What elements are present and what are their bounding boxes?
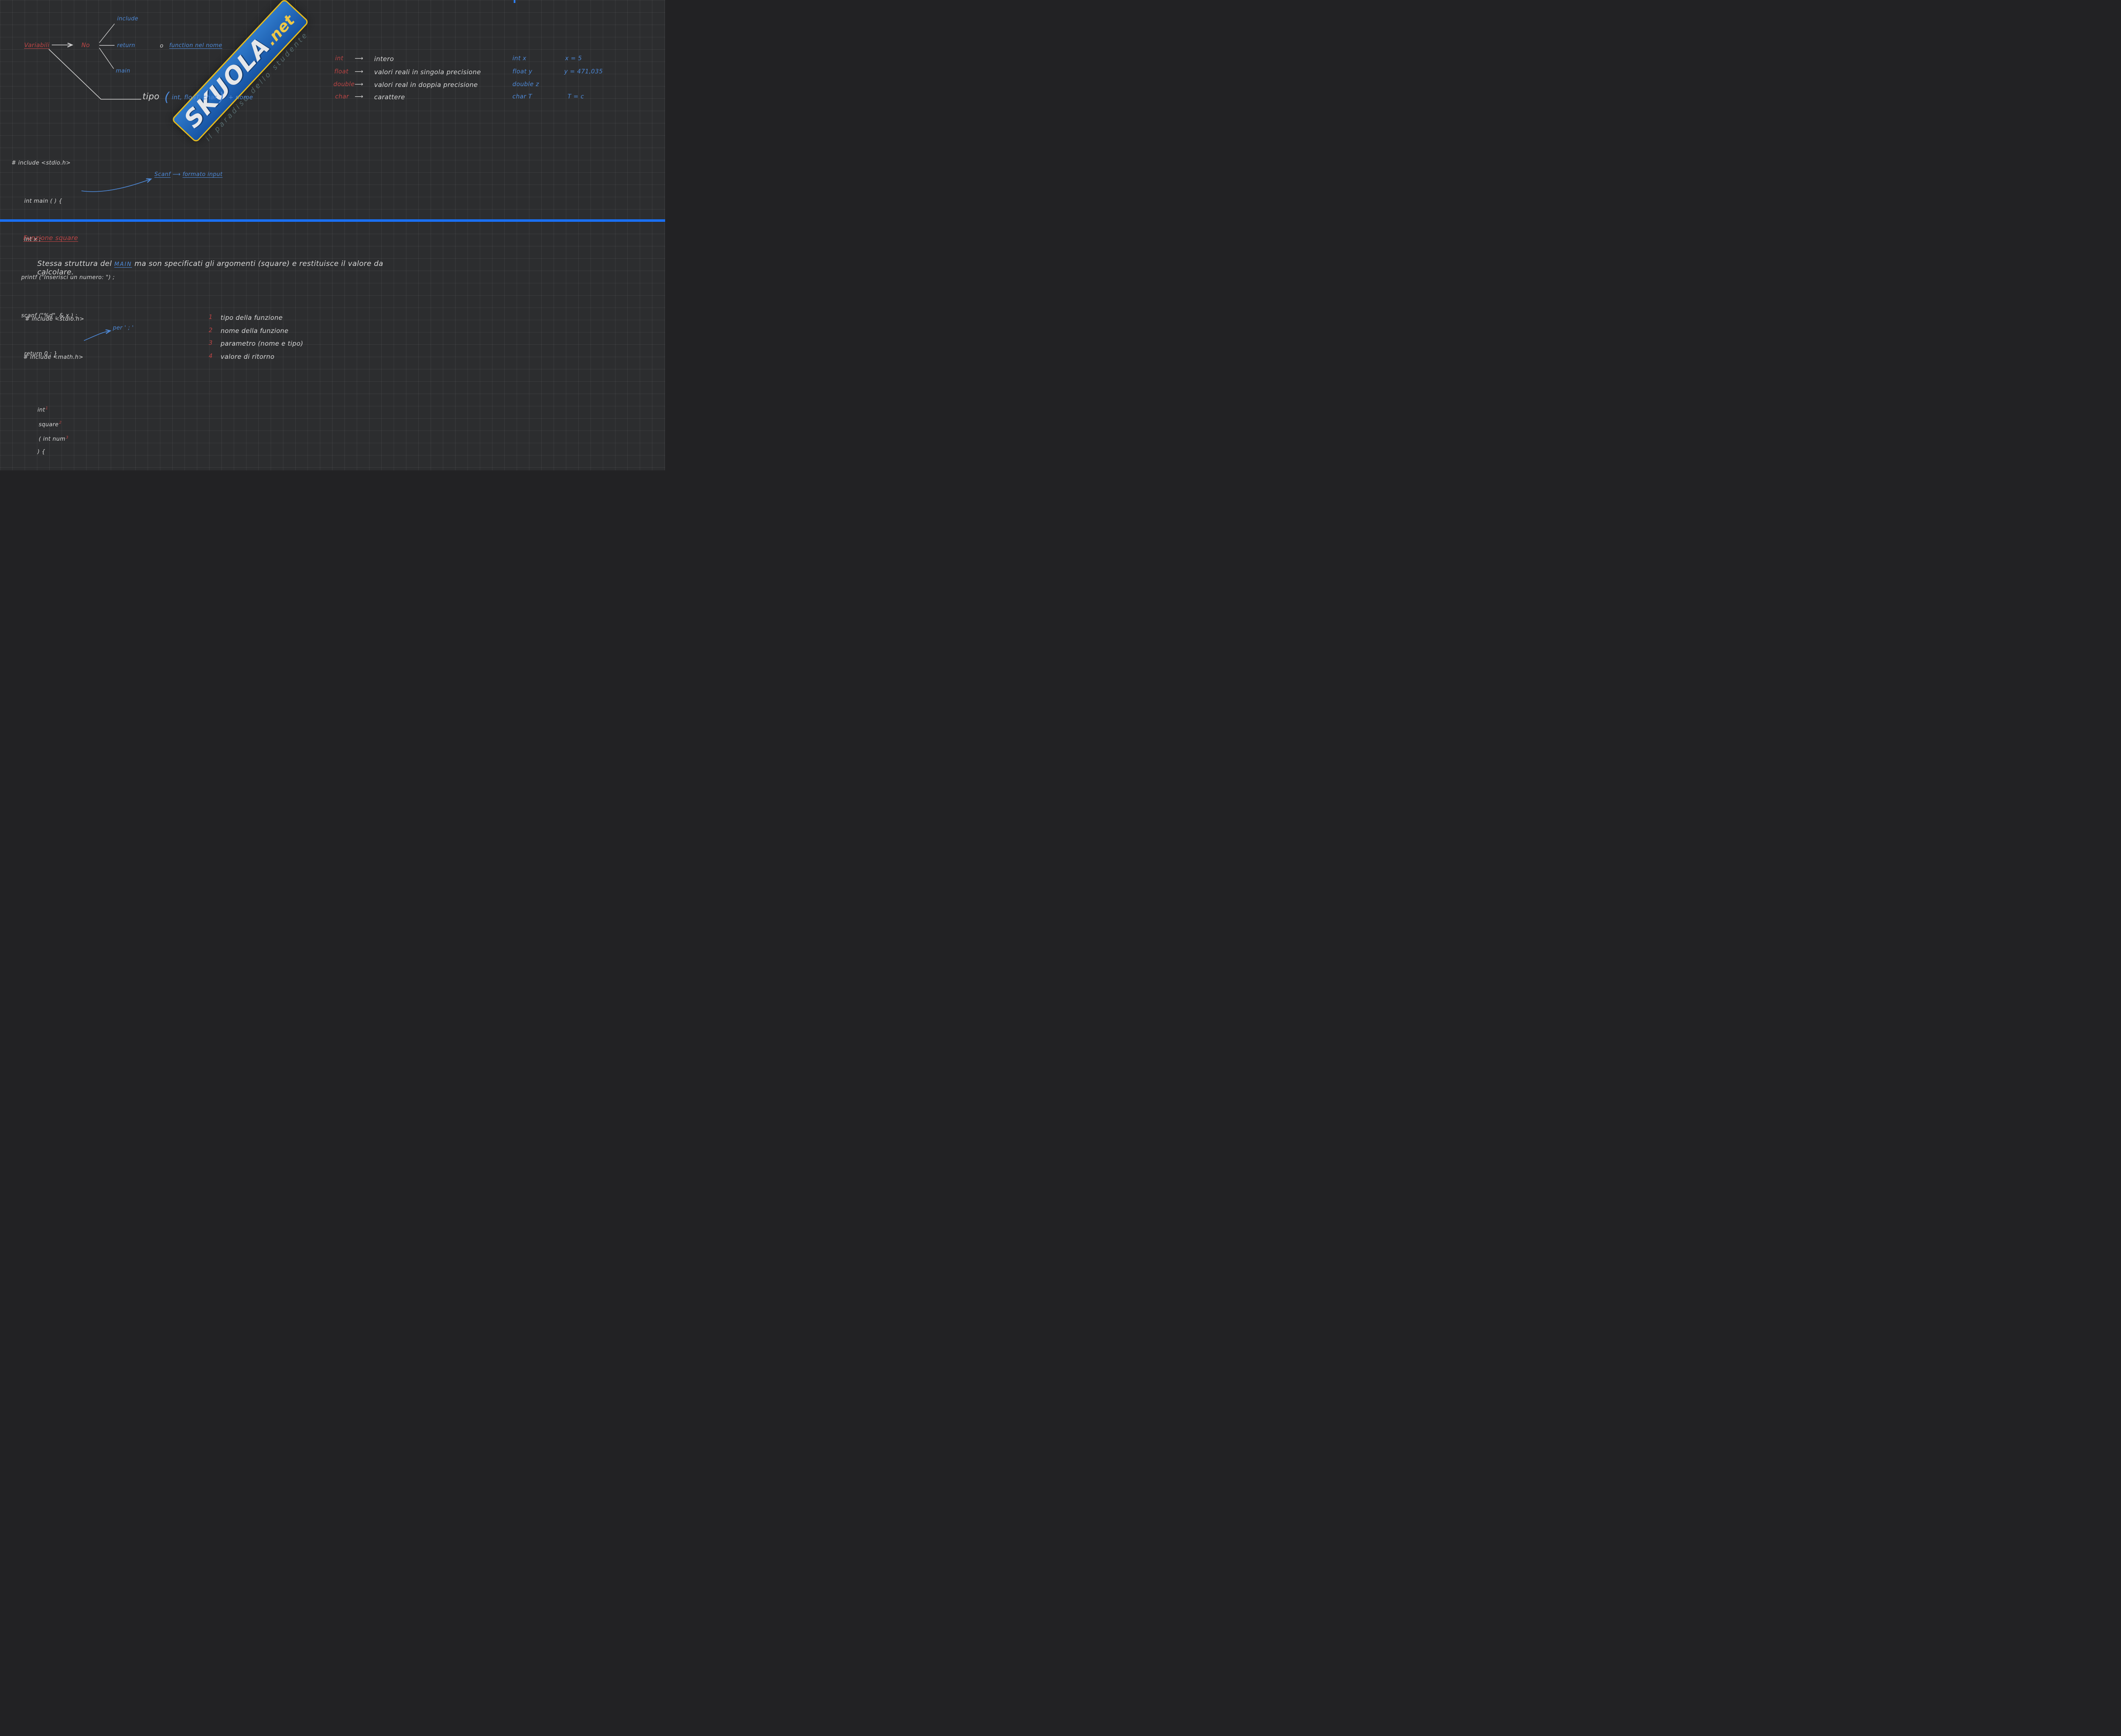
tipo-label: tipo [143,91,159,101]
arrow-icon: ⟶ [355,93,364,100]
code-line-declare: int x ; [24,236,42,243]
note-number: 4 [209,353,213,360]
code-line-main: int main ( ) { [24,198,62,204]
type-name: double [333,81,355,88]
note-number: 2 [209,327,213,334]
note-number: 1 [209,314,213,321]
section-divider [0,219,665,222]
type-desc: intero [374,55,394,63]
fork-line-include [99,23,115,43]
type-name: int [335,55,344,62]
code-line-include-math: # include <math.h> [23,354,84,361]
scanf-word: Scanf [154,171,171,178]
notebook-page: SKUOLA .net il paradiso dello studente i… [0,0,665,470]
type-row-char: char ⟶ carattere char T T = c [0,93,665,102]
semicolon-annotation: per ' ; ' [113,325,134,331]
code-line-scanf: scanf ("%d", & x ) ; [21,313,78,319]
or-word: o [160,43,164,49]
type-value: x = 5 [565,55,582,62]
code-line-signature: int1 square2 ( int num3 ) { [23,389,106,470]
arrow-icon: ⟶ [172,171,181,178]
superscript-1: 1 [45,406,48,411]
scanf-annotation: Scanf ⟶ formato input [154,171,223,178]
superscript-2: 2 [59,421,62,425]
note-text: parametro (nome e tipo) [221,340,303,347]
type-desc: valori real in doppia precisione [374,81,478,89]
note-text: valore di ritorno [221,353,275,361]
type-row-double: double ⟶ valori real in doppia precision… [0,81,665,89]
function-name-note: function nel nome [169,42,222,49]
main-keyword: MAIN [114,261,132,268]
type-name: float [334,68,349,75]
arrow-icon: ⟶ [355,55,364,62]
code-line-include-stdio: # include <stdio.h> [25,316,84,322]
variables-title: Variabili [24,42,50,49]
square-description: Stessa struttura del MAIN ma son specifi… [37,260,419,277]
square-code-block: # include <stdio.h> # include <math.h> i… [23,288,106,470]
code-line-return: return 0 ; } [24,351,58,357]
type-decl: double z [512,81,539,88]
type-decl: float y [512,68,532,75]
signature-int: int [37,407,45,414]
type-name: char [335,93,349,100]
note-row-1: 1 tipo della funzione [0,314,665,322]
arrow-icon: ⟶ [355,68,364,75]
branch-return-label: return [117,42,135,49]
type-desc: carattere [374,93,405,101]
note-row-4: 4 valore di ritorno [0,353,665,361]
type-value: T = c [568,93,584,100]
note-row-3: 3 parametro (nome e tipo) [0,340,665,348]
type-row-float: float ⟶ valori reali in singola precisio… [0,68,665,77]
square-title: Funzione square [23,234,78,242]
type-value: y = 471,035 [564,68,603,75]
description-before: Stessa struttura del [37,260,112,268]
note-number: 3 [209,340,213,347]
open-paren: ( [164,90,170,105]
superscript-3: 3 [66,435,69,440]
code-line-printf: printf ("Inserisci un numero: ") ; [21,274,115,281]
no-label: No [81,42,90,49]
signature-name: square [39,421,59,428]
watermark-tld: .net [262,12,299,49]
description-after: ma son specificati gli argomenti (square… [37,260,383,277]
note-row-2: 2 nome della funzione [0,327,665,335]
branch-include-label: include [117,16,138,22]
type-row-int: int ⟶ intero int x x = 5 [0,55,665,64]
arrow-icon: ⟶ [355,81,364,88]
type-desc: valori reali in singola precisione [374,68,481,76]
main-code-block: # include <stdio.h> int main ( ) { int x… [11,131,115,386]
formato-input-word: formato input [182,171,223,178]
signature-param: ( int num [39,436,66,442]
code-line-include: # include <stdio.h> [11,160,71,166]
note-text: tipo della funzione [221,314,283,321]
note-text: nome della funzione [221,327,289,335]
signature-close: ) { [37,448,45,455]
type-decl: char T [512,93,532,100]
type-decl: int x [512,55,526,62]
stray-blue-mark [514,0,515,3]
